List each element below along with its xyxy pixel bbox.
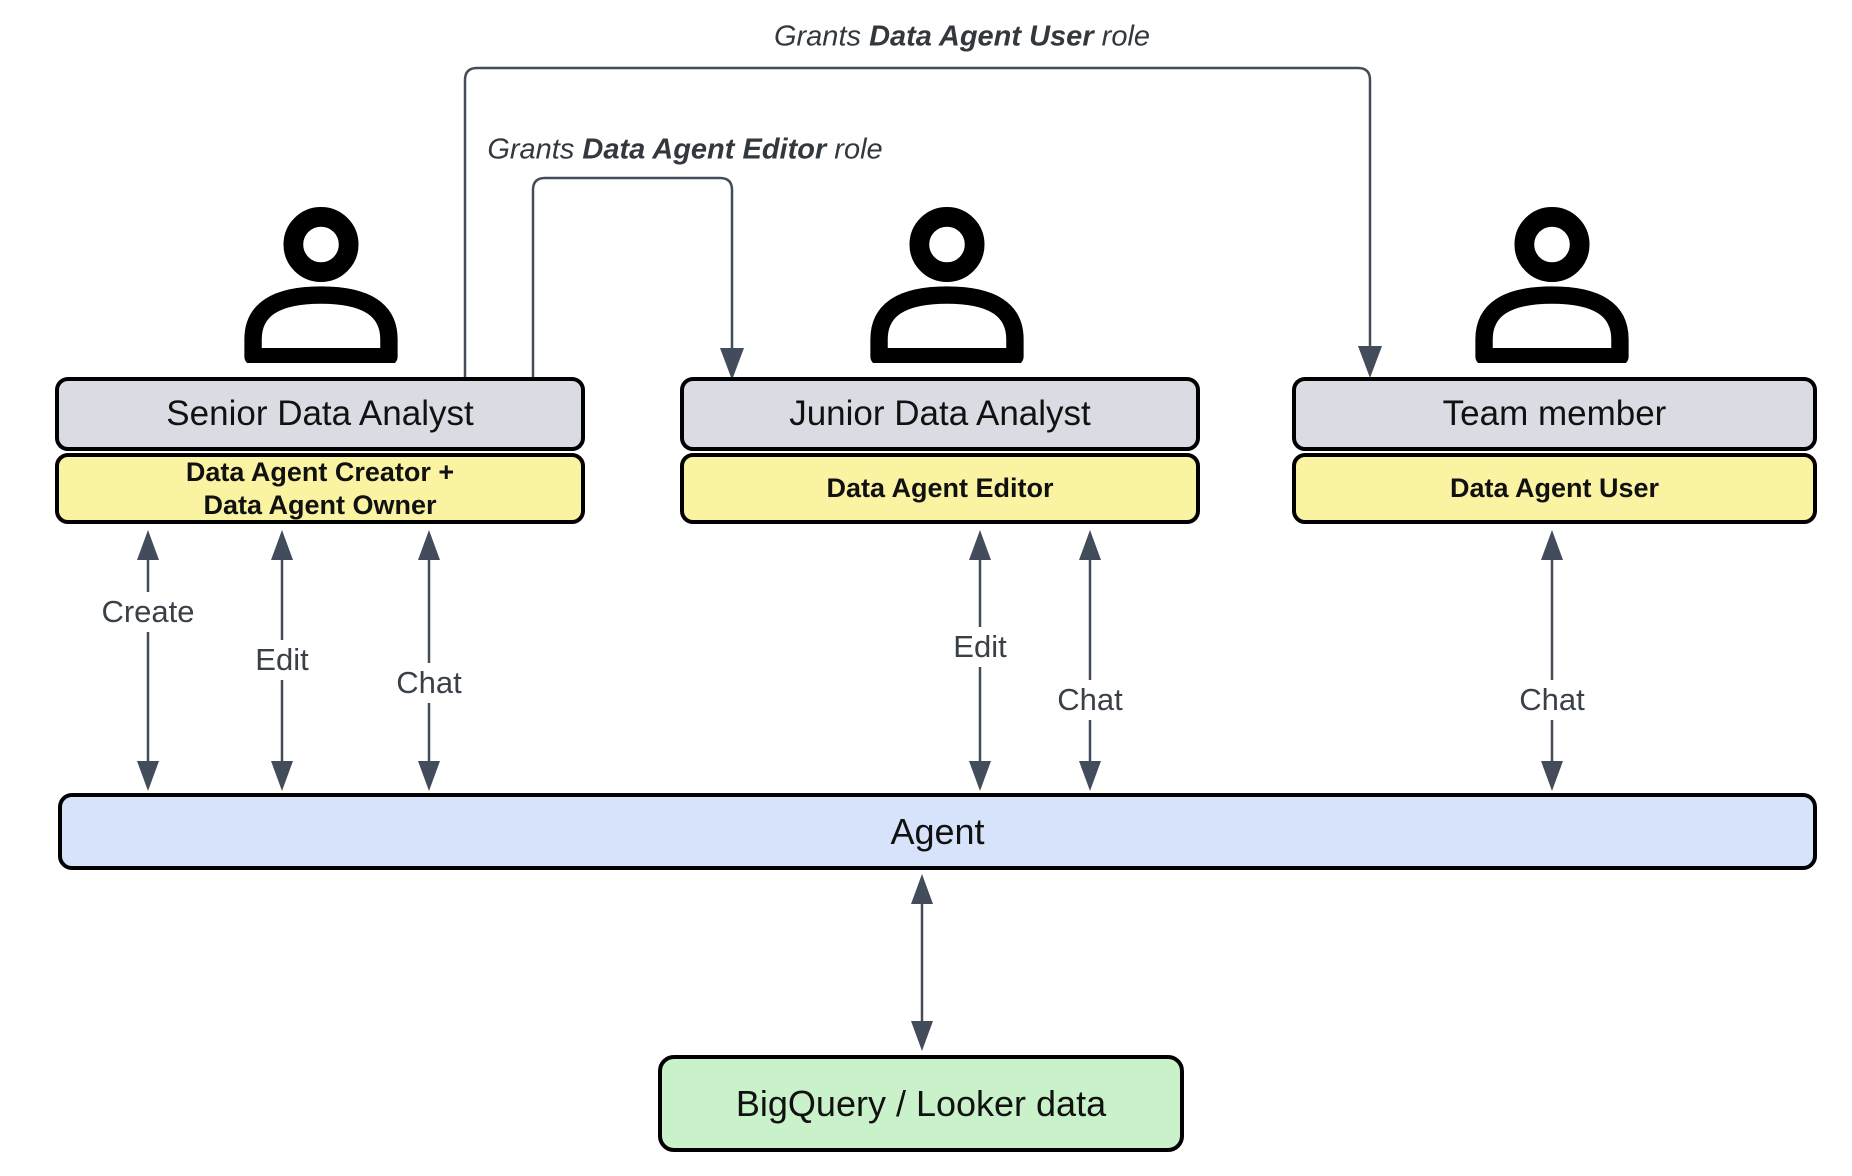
edit-label-junior: Edit: [947, 627, 1013, 667]
data-source-box: BigQuery / Looker data: [658, 1055, 1184, 1152]
agent-label: Agent: [890, 810, 985, 852]
chat-arrow-team: [1541, 530, 1563, 791]
person-icon-junior: [870, 206, 1024, 363]
edit-label-senior: Edit: [249, 640, 315, 680]
data-source-label: BigQuery / Looker data: [735, 1082, 1107, 1124]
role-box-junior: Data Agent Editor: [680, 453, 1200, 524]
chat-label-senior: Chat: [390, 663, 468, 703]
role-text-senior: Data Agent Creator + Data Agent Owner: [185, 457, 455, 520]
grant-editor-suffix: role: [826, 133, 883, 166]
chat-label-junior: Chat: [1051, 680, 1129, 720]
actor-box-junior-data-analyst: Junior Data Analyst: [680, 377, 1200, 451]
grant-user-connector: [463, 66, 1382, 379]
grant-editor-role: Data Agent Editor: [582, 133, 827, 166]
actor-title-team: Team member: [1442, 394, 1667, 433]
grant-user-suffix: role: [1093, 20, 1151, 53]
chat-arrow-senior: [418, 530, 440, 791]
grant-editor-connector: [531, 176, 744, 380]
create-label: Create: [95, 592, 201, 632]
grant-user-prefix: Grants: [773, 20, 870, 53]
grant-user-role: Data Agent User: [869, 20, 1094, 53]
chat-arrow-junior: [1079, 530, 1101, 791]
agent-bar: Agent: [58, 793, 1817, 870]
actor-box-senior-data-analyst: Senior Data Analyst: [55, 377, 585, 451]
actor-box-team-member: Team member: [1292, 377, 1817, 451]
role-text-junior: Data Agent Editor: [826, 473, 1054, 504]
grant-editor-role-label: Grants Data Agent Editor role: [487, 134, 882, 167]
create-arrow: [137, 530, 159, 791]
grant-user-role-label: Grants Data Agent User role: [774, 21, 1150, 54]
person-icon-team: [1475, 206, 1629, 363]
person-icon-senior: [244, 206, 398, 363]
actor-title-senior: Senior Data Analyst: [166, 394, 474, 433]
role-box-senior: Data Agent Creator + Data Agent Owner: [55, 453, 585, 524]
actor-title-junior: Junior Data Analyst: [789, 394, 1091, 433]
role-text-team: Data Agent User: [1449, 473, 1660, 504]
chat-label-team: Chat: [1513, 680, 1591, 720]
grant-editor-prefix: Grants: [487, 133, 583, 166]
agent-data-arrow: [911, 874, 933, 1051]
role-box-team: Data Agent User: [1292, 453, 1817, 524]
